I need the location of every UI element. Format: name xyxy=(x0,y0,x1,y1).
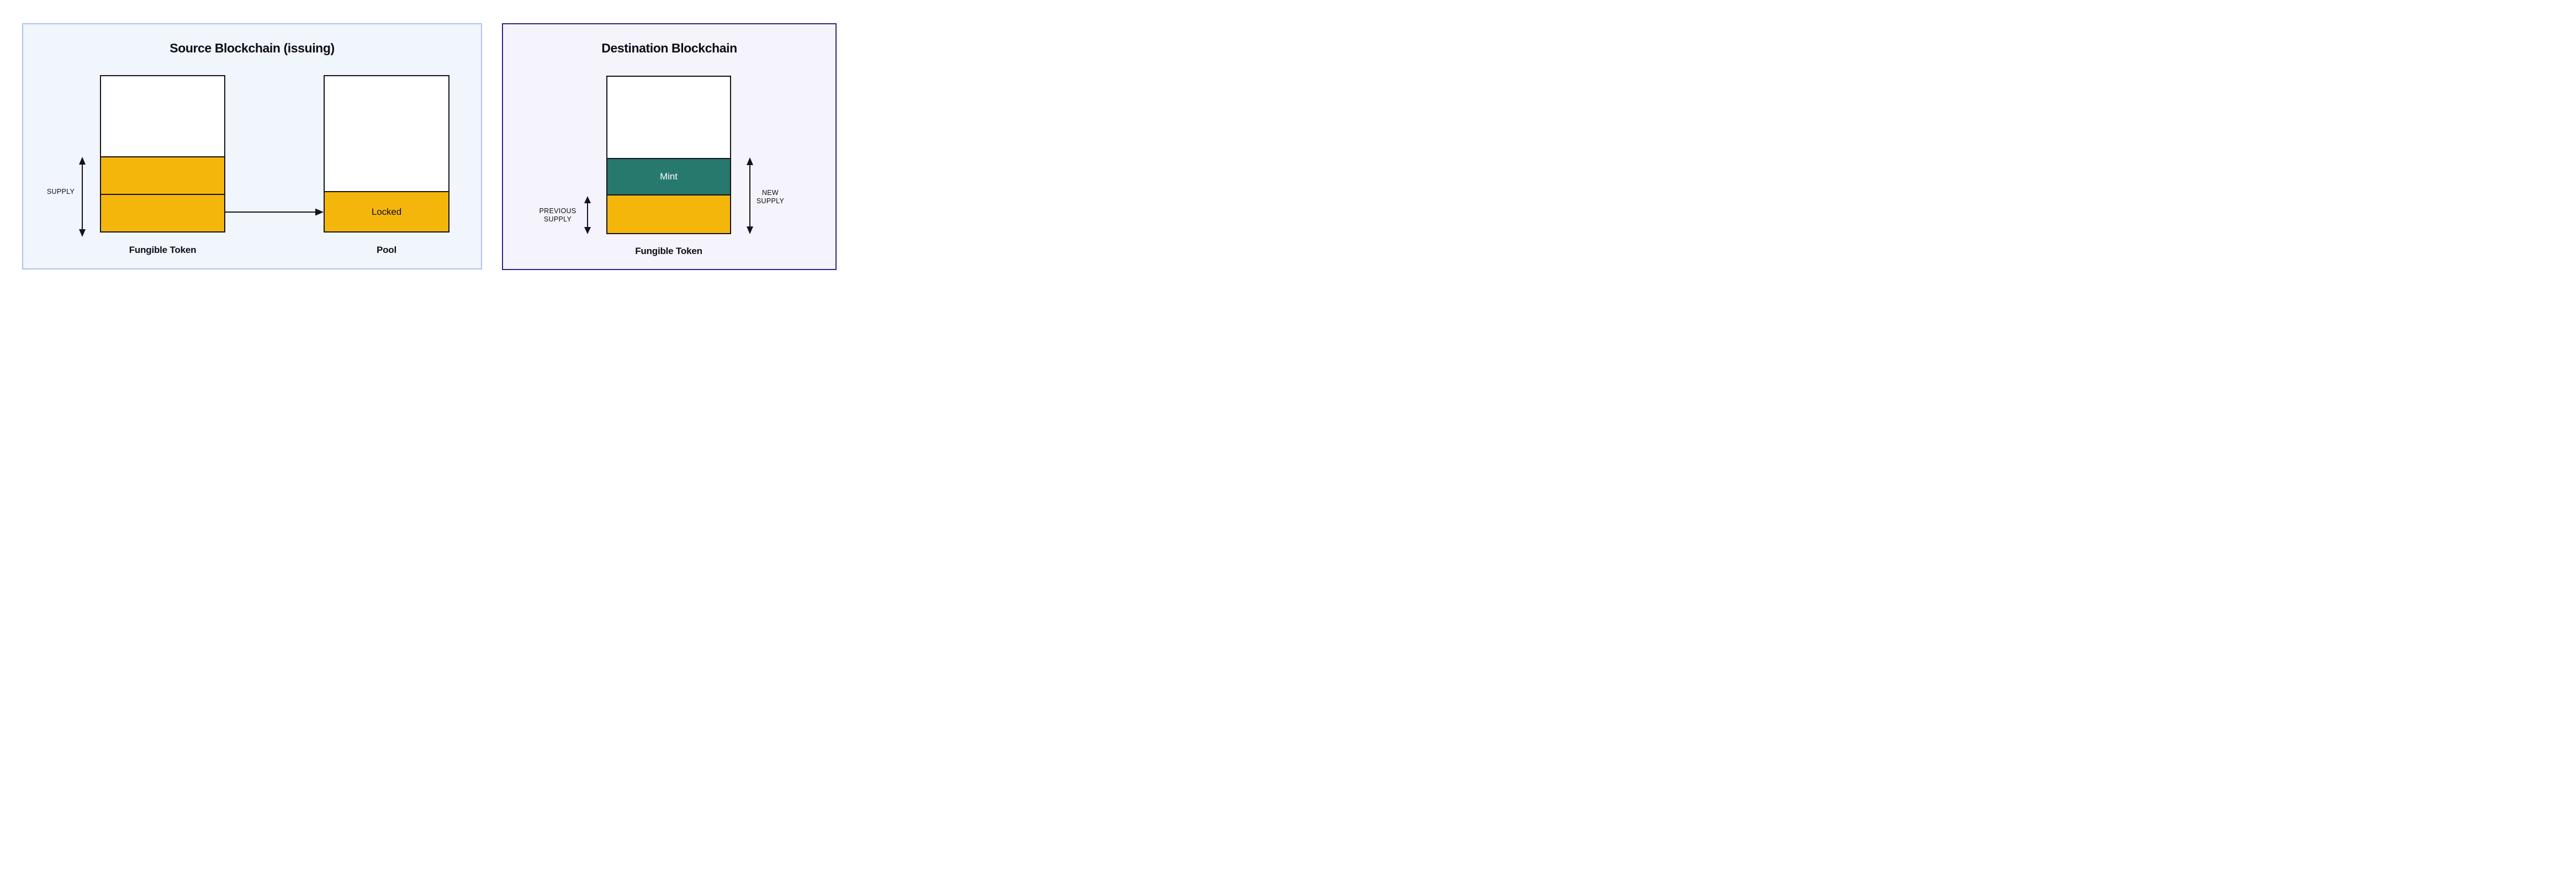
supply-double-arrow-icon xyxy=(79,157,86,237)
destination-blockchain-panel: Destination Blockchain PREVIOUS SUPPLY M… xyxy=(502,23,837,270)
arrow-head-up xyxy=(584,196,591,203)
mint-label: Mint xyxy=(660,171,678,182)
destination-fungible-token-label: Fungible Token xyxy=(635,246,702,256)
supply-label: SUPPLY xyxy=(46,188,75,196)
arrow-head-right xyxy=(315,208,324,216)
lock-transfer-arrow-icon xyxy=(224,208,324,216)
arrow-head-down xyxy=(584,227,591,234)
dest-token-empty-section xyxy=(607,77,730,158)
token-bridge-diagram: Source Blockchain (issuing) SUPPLY Locke… xyxy=(0,0,859,292)
previous-supply-double-arrow-icon xyxy=(584,196,591,234)
token-empty-section xyxy=(101,76,224,156)
source-blockchain-panel: Source Blockchain (issuing) SUPPLY Locke… xyxy=(22,23,482,270)
dest-token-previous-supply-section xyxy=(607,194,730,233)
source-panel-title: Source Blockchain (issuing) xyxy=(170,41,335,55)
destination-fungible-token-box: Mint xyxy=(606,76,731,234)
arrow-head-down xyxy=(79,229,86,237)
arrow-head-down xyxy=(747,226,753,234)
pool-label: Pool xyxy=(376,245,397,255)
mint-section: Mint xyxy=(607,158,730,194)
fungible-token-label: Fungible Token xyxy=(129,245,197,255)
destination-panel-title: Destination Blockchain xyxy=(601,41,737,55)
arrow-head-up xyxy=(747,157,753,165)
new-supply-double-arrow-icon xyxy=(747,157,753,234)
pool-empty-section xyxy=(325,76,448,191)
locked-label: Locked xyxy=(371,206,402,217)
arrow-head-up xyxy=(79,157,86,165)
token-supply-lower-section xyxy=(101,194,224,231)
fungible-token-box xyxy=(100,75,225,233)
pool-box: Locked xyxy=(324,75,449,233)
previous-supply-label: PREVIOUS SUPPLY xyxy=(539,207,576,223)
token-supply-upper-section xyxy=(101,156,224,194)
new-supply-label: NEW SUPPLY xyxy=(756,189,785,205)
pool-locked-section: Locked xyxy=(325,191,448,231)
